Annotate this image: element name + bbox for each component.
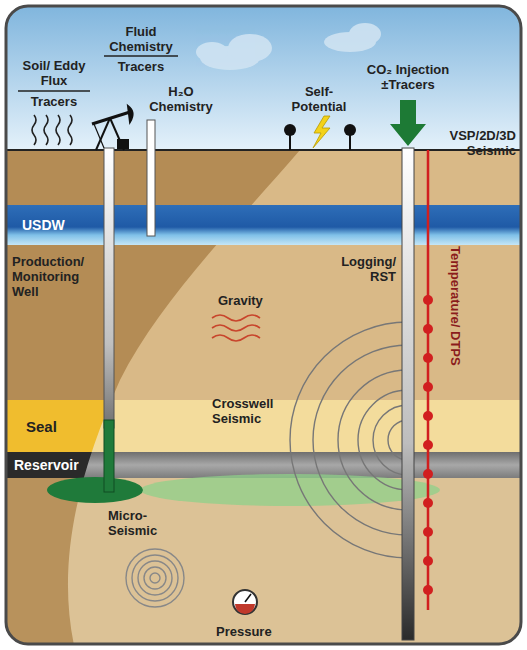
method-label: Gravity xyxy=(218,293,288,308)
method-label: H₂O Chemistry xyxy=(140,84,222,114)
method-label: Temperature/ DTPS xyxy=(448,246,463,366)
method-label: Logging/ RST xyxy=(322,254,396,284)
aquifer-band: USDW xyxy=(6,205,521,245)
method-label: Fluid Chemistry xyxy=(100,24,182,54)
sensor-dot xyxy=(423,585,433,595)
layer-name: Seal xyxy=(26,418,57,435)
sensor-dot xyxy=(423,353,433,363)
sensor-dot xyxy=(423,295,433,305)
sensor-dot xyxy=(423,382,433,392)
method-label: Pressure xyxy=(216,624,296,639)
sensor-dot xyxy=(423,498,433,508)
method-label: Crosswell Seismic xyxy=(212,396,284,426)
method-label: Soil/ Eddy Flux xyxy=(14,58,94,88)
sensor-dot xyxy=(423,527,433,537)
sensor-dot xyxy=(423,411,433,421)
sensor-dot xyxy=(423,469,433,479)
method-label: Self- Potential xyxy=(280,84,358,114)
sensor-dot xyxy=(423,440,433,450)
reservoir-band: Reservoir xyxy=(6,452,521,478)
sensor-dot xyxy=(423,556,433,566)
method-label: Tracers xyxy=(14,94,94,109)
method-label: CO₂ Injection ±Tracers xyxy=(352,62,464,92)
method-label: Micro- Seismic xyxy=(108,508,178,538)
sensor-dot xyxy=(423,324,433,334)
method-label: VSP/2D/3D Seismic xyxy=(432,128,516,158)
well-label: Production/ Monitoring Well xyxy=(12,254,102,299)
layer-name: Reservoir xyxy=(14,457,79,473)
layer-name: USDW xyxy=(22,217,65,233)
method-label: Tracers xyxy=(100,59,182,74)
